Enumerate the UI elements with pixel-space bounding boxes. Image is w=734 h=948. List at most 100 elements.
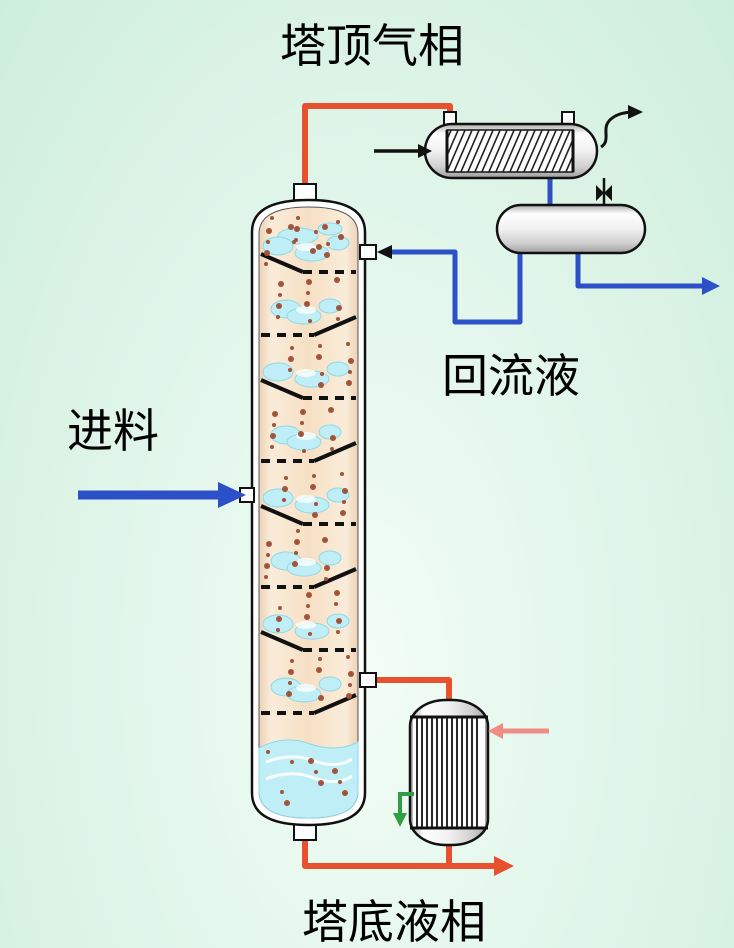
reflux-line	[377, 245, 523, 325]
bubble-dot	[316, 244, 322, 250]
bubble-dot	[342, 790, 348, 796]
liquid-pool	[258, 739, 359, 819]
bubble-dot	[336, 630, 340, 634]
bubble-dot	[308, 319, 312, 323]
froth-highlight	[296, 369, 316, 377]
column-bubbles	[264, 216, 354, 806]
distillate-arrow	[702, 277, 720, 295]
bubble-dot	[302, 449, 306, 453]
reboiler-tube-region	[413, 717, 485, 828]
bubble-dot	[286, 691, 292, 697]
bubble-dot	[348, 370, 352, 374]
froth-blob	[262, 488, 294, 508]
tray-downcomer	[260, 378, 304, 400]
bubble-dot	[276, 628, 280, 632]
froth-highlight	[296, 558, 316, 566]
column-froth	[262, 222, 350, 703]
reflux-drum-shell	[495, 203, 647, 255]
bubble-dot	[294, 551, 298, 555]
bubble-dot	[304, 614, 310, 620]
reflux-nozzle	[359, 244, 377, 260]
bubble-dot	[346, 380, 352, 386]
bubble-dot	[270, 433, 276, 439]
tray-downcomer	[313, 315, 357, 337]
bubble-dot	[324, 577, 328, 581]
bubble-dot	[264, 262, 268, 266]
bubble-dot	[296, 529, 300, 533]
bubble-dot	[288, 368, 292, 372]
bubble-dot	[326, 242, 330, 246]
froth-blob	[318, 424, 342, 440]
bubble-dot	[348, 671, 354, 677]
condensate-arrow	[393, 813, 407, 827]
reflux-arrow	[377, 245, 392, 259]
reboiler-return-nozzle	[359, 672, 377, 688]
hatch-line	[522, 130, 544, 172]
reboiler	[393, 698, 549, 847]
hatch-line	[447, 130, 460, 158]
bubble-dot	[338, 234, 344, 240]
froth-highlight	[296, 306, 316, 314]
bubble-dot	[292, 561, 298, 567]
feed-arrowhead	[218, 482, 246, 508]
bubble-dot	[292, 240, 296, 244]
bubble-dot	[308, 632, 312, 636]
bubble-dot	[304, 301, 310, 307]
bubble-dot	[336, 618, 342, 624]
hatch-line	[557, 137, 573, 172]
condensate-line	[398, 792, 414, 814]
froth-blob	[326, 361, 350, 377]
bubble-dot	[336, 220, 340, 224]
bubble-dot	[342, 488, 348, 494]
bubble-dot	[330, 435, 336, 441]
froth-highlight	[296, 621, 316, 629]
bubble-dot	[314, 502, 318, 506]
hatch-line	[452, 130, 474, 172]
bubble-dot	[346, 693, 352, 699]
bubble-dot	[290, 346, 294, 350]
bubble-dot	[290, 760, 294, 764]
bubble-dot	[334, 602, 338, 606]
bubble-dot	[310, 248, 316, 254]
bubble-dot	[318, 382, 324, 388]
bubble-dot	[316, 667, 322, 673]
bubble-dot	[306, 592, 312, 598]
condenser	[374, 105, 643, 207]
bubble-dot	[322, 224, 328, 230]
distillation-column	[239, 183, 377, 841]
bubble-dot	[336, 305, 342, 311]
bubble-dot	[306, 279, 312, 285]
hatch-line	[564, 153, 573, 172]
bubble-dot	[288, 681, 292, 685]
bubble-dot	[278, 281, 284, 287]
tray-downcomer	[313, 567, 357, 589]
bubble-dot	[266, 240, 270, 244]
bubble-dot	[266, 228, 272, 234]
bubble-dot	[300, 409, 306, 415]
bubble-dot	[312, 474, 316, 478]
bubble-dot	[282, 498, 286, 502]
vent-arrow	[628, 105, 643, 119]
bubble-dot	[308, 758, 314, 764]
bubble-dot	[346, 342, 350, 346]
hatch-line	[515, 130, 537, 172]
bubble-dot	[314, 770, 318, 774]
froth-blob	[318, 550, 342, 566]
bubble-dot	[322, 537, 328, 543]
bubble-dot	[336, 317, 340, 321]
hatch-line	[459, 130, 481, 172]
froth-blob	[317, 222, 343, 236]
bubble-dot	[320, 372, 324, 376]
tray-downcomer	[313, 441, 357, 463]
distillate-line	[575, 250, 720, 295]
hatch-line	[447, 130, 467, 172]
label-reflux: 回流液	[442, 351, 580, 402]
bubble-dot	[288, 224, 294, 230]
bubble-dot	[276, 616, 282, 622]
bubble-dot	[296, 216, 300, 220]
tray-downcomer	[260, 252, 304, 274]
label-feed: 进料	[67, 406, 159, 457]
bubble-dot	[334, 590, 340, 596]
